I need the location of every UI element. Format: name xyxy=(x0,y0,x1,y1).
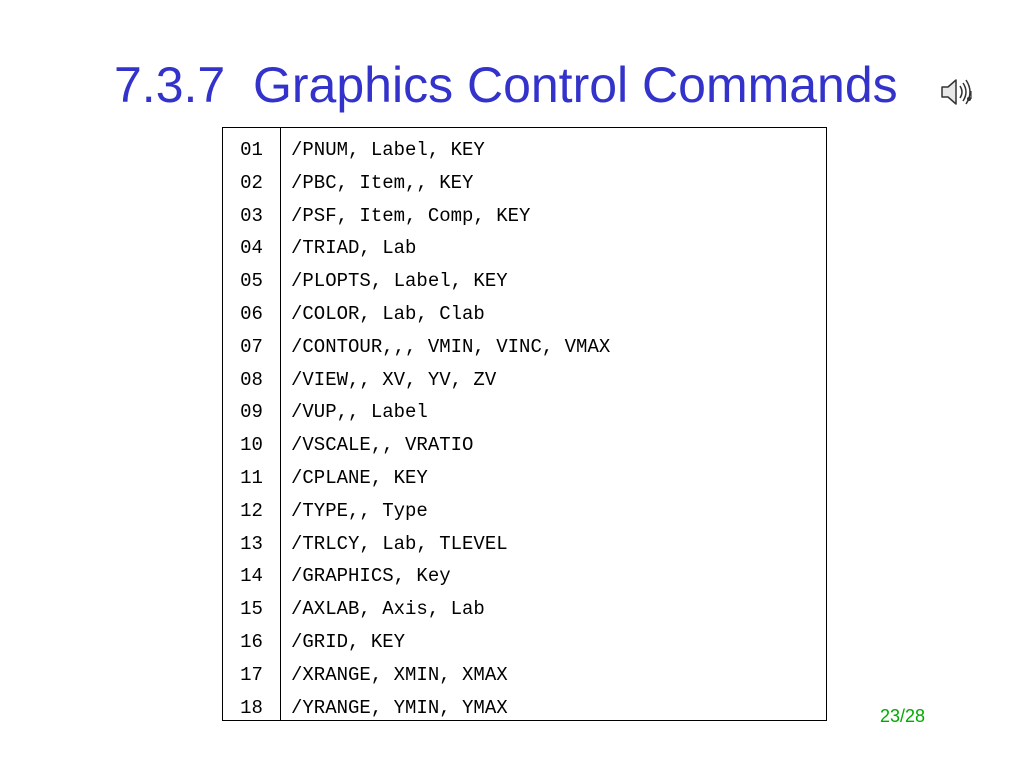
line-numbers-column: 01 02 03 04 05 06 07 08 09 10 11 12 13 14 15 16 17 18 xyxy=(223,128,281,720)
line-number: 15 xyxy=(240,598,263,621)
command-line: /VUP,, Label xyxy=(291,401,428,424)
command-line: /CONTOUR,,, VMIN, VINC, VMAX xyxy=(291,335,611,358)
command-line: /PNUM, Label, KEY xyxy=(291,139,485,161)
line-number: 16 xyxy=(240,630,263,653)
line-number: 06 xyxy=(240,302,263,325)
page-title: 7.3.7 Graphics Control Commands xyxy=(114,57,898,113)
command-line: /VIEW,, XV, YV, ZV xyxy=(291,368,497,391)
command-line: /VSCALE,, VRATIO xyxy=(291,434,474,457)
command-line: /AXLAB, Axis, Lab xyxy=(291,598,485,621)
command-line: /COLOR, Lab, Clab xyxy=(291,302,485,325)
command-line: /PSF, Item, Comp, KEY xyxy=(291,204,531,227)
command-line: /YRANGE, YMIN, YMAX xyxy=(291,696,508,719)
speaker-sound-icon[interactable] xyxy=(936,72,976,112)
line-number: 04 xyxy=(240,237,263,260)
command-line: /PLOPTS, Label, KEY xyxy=(291,270,508,293)
line-number: 09 xyxy=(240,401,263,424)
line-number: 17 xyxy=(240,663,263,686)
line-number: 13 xyxy=(240,532,263,555)
line-number: 18 xyxy=(240,696,263,719)
commands-column: /PNUM, Label, KEY/PBC, Item,, KEY/PSF, I… xyxy=(281,128,826,720)
code-listing: 01 02 03 04 05 06 07 08 09 10 11 12 13 14 15 16 17 18 /PN… xyxy=(222,127,827,721)
page-number: 23/28 xyxy=(880,706,926,726)
command-line: /PBC, Item,, KEY xyxy=(291,171,474,194)
command-line: /XRANGE, XMIN, XMAX xyxy=(291,663,508,686)
line-number: 14 xyxy=(240,565,263,588)
line-number: 12 xyxy=(240,499,263,522)
command-line: /CPLANE, KEY xyxy=(291,466,428,489)
line-number: 07 xyxy=(240,335,263,358)
line-number: 10 xyxy=(240,434,263,457)
command-line: /TRIAD, Lab xyxy=(291,237,417,260)
line-number: 11 xyxy=(240,466,263,489)
command-line: /TRLCY, Lab, TLEVEL xyxy=(291,532,508,555)
command-line: /TYPE,, Type xyxy=(291,499,428,522)
command-line: /GRID, KEY xyxy=(291,630,406,653)
line-number: 08 xyxy=(240,368,263,391)
line-number: 01 xyxy=(240,139,263,161)
line-number: 05 xyxy=(240,270,263,293)
line-number: 03 xyxy=(240,204,263,227)
command-line: /GRAPHICS, Key xyxy=(291,565,451,588)
line-number: 02 xyxy=(240,171,263,194)
